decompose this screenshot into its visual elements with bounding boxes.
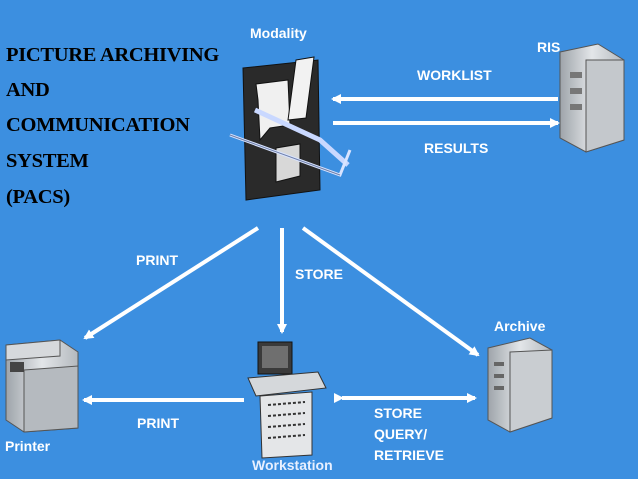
modality-label: Modality xyxy=(250,25,307,41)
print-top-label: PRINT xyxy=(136,252,178,268)
store-query-line-2: QUERY/ xyxy=(374,426,427,442)
title-line-2: AND xyxy=(6,79,50,101)
print-top-arrow xyxy=(83,226,260,340)
modality-device-icon xyxy=(229,56,352,201)
store-query-line-3: RETRIEVE xyxy=(374,447,444,463)
archive-arrow xyxy=(301,226,480,357)
workstation-icon xyxy=(247,341,327,459)
title-line-4: SYSTEM xyxy=(6,150,89,172)
title-line-5: (PACS) xyxy=(6,186,70,208)
printer-icon xyxy=(5,339,79,433)
worklist-label: WORKLIST xyxy=(417,67,492,83)
ris-label: RIS xyxy=(537,39,560,55)
store-query-line-1: STORE xyxy=(374,405,422,421)
title-line-3: COMMUNICATION xyxy=(6,114,190,136)
archive-label: Archive xyxy=(494,318,546,334)
print-bottom-label: PRINT xyxy=(137,415,179,431)
store-label: STORE xyxy=(295,266,343,282)
workstation-label: Workstation xyxy=(252,457,333,473)
printer-label: Printer xyxy=(5,438,51,454)
title-line-1: PICTURE ARCHIVING xyxy=(6,44,220,66)
results-label: RESULTS xyxy=(424,140,488,156)
ris-server-icon xyxy=(559,43,625,153)
archive-server-icon xyxy=(487,337,553,433)
